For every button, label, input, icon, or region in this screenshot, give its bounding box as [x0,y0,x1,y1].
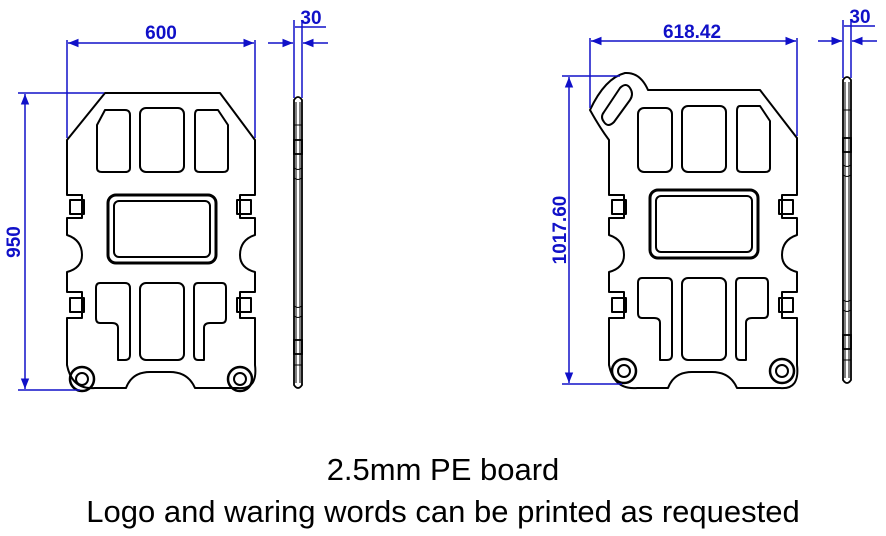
left-center-window-outer [106,193,218,265]
right-wheel-left-outer [610,357,638,385]
right-board-side-view [842,76,852,384]
technical-drawing: 600 950 30 [4,7,877,393]
left-cutout-bottom-left [95,282,131,361]
right-center-window-outer [648,188,760,260]
right-cutout-top-mid [681,105,727,173]
right-cutout-bottom-right [735,277,769,361]
right-thickness-label: 30 [849,7,870,28]
caption-printing-note: Logo and waring words can be printed as … [86,494,800,529]
right-board-outline [589,71,799,390]
right-handle-slot [601,84,633,126]
left-wheel-left-inner [75,372,89,386]
left-height-label: 950 [4,226,25,258]
right-side-slot-3 [611,297,627,313]
left-side-slot-2 [236,199,252,215]
left-cutout-top-left [96,109,131,173]
left-side-slot-4 [236,297,252,313]
right-height-label: 1017.60 [550,196,571,265]
right-side-slot-2 [778,199,794,215]
right-wheel-right-outer [768,357,796,385]
left-side-slot-3 [69,297,85,313]
left-board-front-view [66,92,257,393]
right-dimensions [562,20,877,385]
left-cutout-top-right [194,109,229,173]
left-wheel-right-outer [226,365,254,393]
left-cutout-bottom-mid [139,282,185,361]
left-cutout-top-mid [139,107,185,173]
right-wheel-right-inner [775,364,789,378]
right-cutout-bottom-left [637,277,673,361]
left-wheel-left-outer [68,365,96,393]
caption-material: 2.5mm PE board [326,452,560,487]
right-center-window-inner [655,195,753,253]
left-side-slot-1 [69,199,85,215]
right-board-front-view [589,71,799,390]
right-cutout-bottom-mid [681,277,727,361]
right-cutout-top-left [637,107,673,173]
right-width-label: 618.42 [663,22,721,43]
right-side-slot-1 [611,199,627,215]
left-dimensions [18,20,328,391]
right-wheel-left-inner [617,364,631,378]
left-wheel-right-inner [233,372,247,386]
right-cutout-top-right [736,105,771,173]
right-side-slot-4 [778,297,794,313]
left-cutout-bottom-right [193,282,227,361]
left-board-side-view [293,96,303,389]
left-thickness-label: 30 [300,8,321,29]
left-board-outline [66,92,257,390]
left-width-label: 600 [145,23,177,44]
left-center-window-inner [113,200,211,258]
